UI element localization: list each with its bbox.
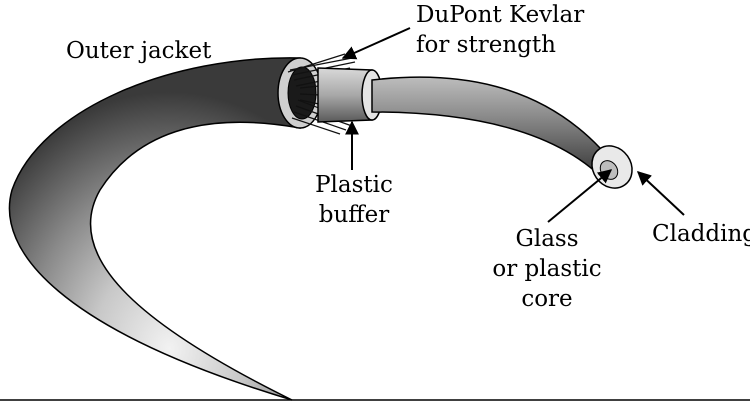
kevlar-label: DuPont Kevlar for strength [416,0,584,60]
fiber-tube-shape [371,76,630,188]
outer-jacket-label: Outer jacket [66,38,212,64]
kevlar-arrow [341,27,411,60]
core-label: Glass or plastic core [488,224,606,314]
buffer-label: Plastic buffer [308,170,400,230]
core-label-line-2: or plastic [492,256,602,282]
core-label-line-1: Glass [515,226,579,252]
core-label-line-3: core [521,286,573,312]
cladding-arrow [636,171,685,216]
kevlar-label-line-1: DuPont Kevlar [416,2,585,28]
outer-jacket-shape [8,57,301,401]
cladding-label: Cladding [652,221,750,247]
core-arrow [547,169,613,223]
kevlar-label-line-2: for strength [416,32,556,58]
buffer-label-line-2: buffer [318,202,390,228]
buffer-label-line-1: Plastic [315,172,393,198]
